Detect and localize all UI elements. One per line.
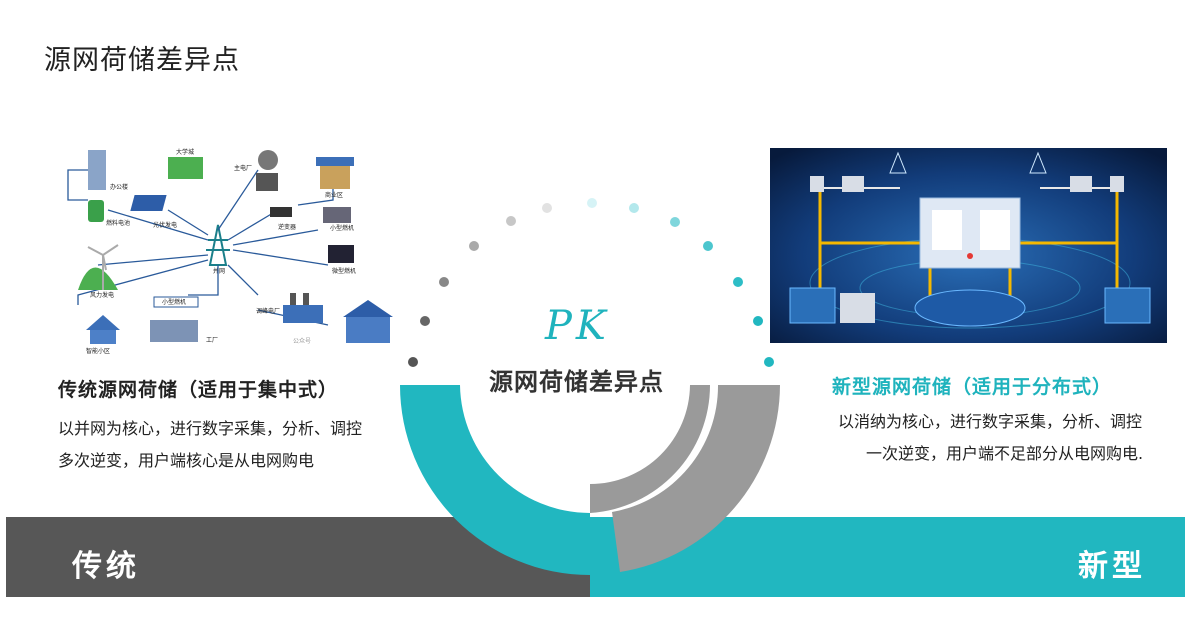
solar-panel-icon bbox=[130, 195, 167, 211]
wind-turbine-icon bbox=[78, 244, 119, 290]
diagram-label-campus: 大学城 bbox=[176, 148, 194, 156]
diagram-label-fuel-cell: 燃料电池 bbox=[106, 219, 130, 227]
micro-generator-icon bbox=[328, 245, 354, 263]
diagram-label-commercial: 商业区 bbox=[325, 191, 343, 199]
traditional-desc-line2: 多次逆变，用户端核心是从电网购电 bbox=[58, 451, 315, 470]
transmission-tower-icon bbox=[1029, 151, 1047, 174]
meter-icon bbox=[1070, 176, 1092, 192]
meter-icon bbox=[810, 176, 824, 192]
power-plant-icon bbox=[256, 150, 278, 191]
building-icon bbox=[789, 287, 836, 324]
traditional-heading: 传统源网荷储（适用于集中式） bbox=[58, 379, 339, 401]
diagram-label-office: 办公楼 bbox=[110, 183, 128, 191]
new-band-label: 新型 bbox=[1078, 549, 1146, 584]
diagram-label-small-gen2: 小型燃机 bbox=[162, 298, 186, 306]
traditional-desc-line1: 以并网为核心，进行数字采集，分析、调控 bbox=[58, 419, 363, 438]
diagram-label-community: 智能小区 bbox=[86, 347, 110, 355]
gray-ring bbox=[612, 385, 780, 572]
small-generator-2-icon bbox=[153, 296, 199, 308]
inverter-icon bbox=[270, 207, 292, 217]
diagram-label-micro-gen: 微型燃机 bbox=[332, 267, 356, 275]
diagram-watermark: 公众号 bbox=[293, 338, 311, 345]
fuel-cell-icon bbox=[88, 200, 104, 222]
modern-grid-diagram bbox=[770, 148, 1167, 343]
bank-icon bbox=[343, 300, 393, 343]
factory-icon bbox=[150, 320, 198, 342]
dot bbox=[703, 241, 713, 251]
status-dot bbox=[967, 253, 973, 259]
diagram-label-small-gen: 小型燃机 bbox=[330, 224, 354, 232]
dot bbox=[733, 277, 743, 287]
dot bbox=[408, 357, 418, 367]
diagram-label-wind: 风力发电 bbox=[90, 291, 114, 299]
dot bbox=[764, 357, 774, 367]
peak-plant-icon bbox=[283, 293, 323, 323]
dot bbox=[753, 316, 763, 326]
dot bbox=[629, 203, 639, 213]
diagram-label-main-plant: 主电厂 bbox=[234, 164, 252, 172]
gray-arc bbox=[590, 385, 711, 513]
teal-arc bbox=[400, 385, 590, 575]
diagram-label-factory: 工厂 bbox=[206, 337, 218, 344]
modern-desc-line1: 以消纳为核心，进行数字采集，分析、调控 bbox=[838, 412, 1143, 431]
dot bbox=[670, 217, 680, 227]
campus-icon bbox=[168, 157, 203, 179]
diagram-label-inverter: 逆变器 bbox=[278, 223, 296, 231]
grid-tower-icon bbox=[206, 224, 230, 266]
pk-text: PK bbox=[545, 303, 610, 349]
diagram-label-grid: 并网 bbox=[213, 267, 225, 275]
transmission-tower-icon bbox=[889, 151, 907, 174]
modern-heading: 新型源网荷储（适用于分布式） bbox=[832, 376, 1113, 398]
center-title: 源网荷储差异点 bbox=[489, 368, 664, 396]
shop-icon bbox=[316, 157, 354, 189]
dot bbox=[542, 203, 552, 213]
dot bbox=[439, 277, 449, 287]
diagram-label-peak-plant: 调峰电厂 bbox=[256, 307, 280, 315]
meter-icon bbox=[842, 176, 864, 192]
traditional-band-label: 传统 bbox=[72, 549, 140, 584]
building-icon bbox=[1104, 287, 1151, 324]
modern-desc-line2: 一次逆变，用户端不足部分从电网购电. bbox=[866, 444, 1144, 463]
dot bbox=[469, 241, 479, 251]
house-icon bbox=[86, 315, 120, 344]
dot bbox=[420, 316, 430, 326]
building-icon bbox=[840, 293, 875, 323]
pv-array-icon bbox=[914, 289, 1026, 327]
dot bbox=[587, 198, 597, 208]
diagram-label-pv: 光伏发电 bbox=[153, 221, 177, 229]
page-title: 源网荷储差异点 bbox=[44, 45, 240, 76]
generator-icon bbox=[323, 207, 351, 223]
meter-icon bbox=[1110, 176, 1124, 192]
dot bbox=[506, 216, 516, 226]
office-icon bbox=[88, 150, 106, 190]
traditional-grid-diagram: 并网 办公楼 燃料电池 大学城 光伏发电 主电厂 逆变器 商业区 bbox=[67, 148, 393, 355]
